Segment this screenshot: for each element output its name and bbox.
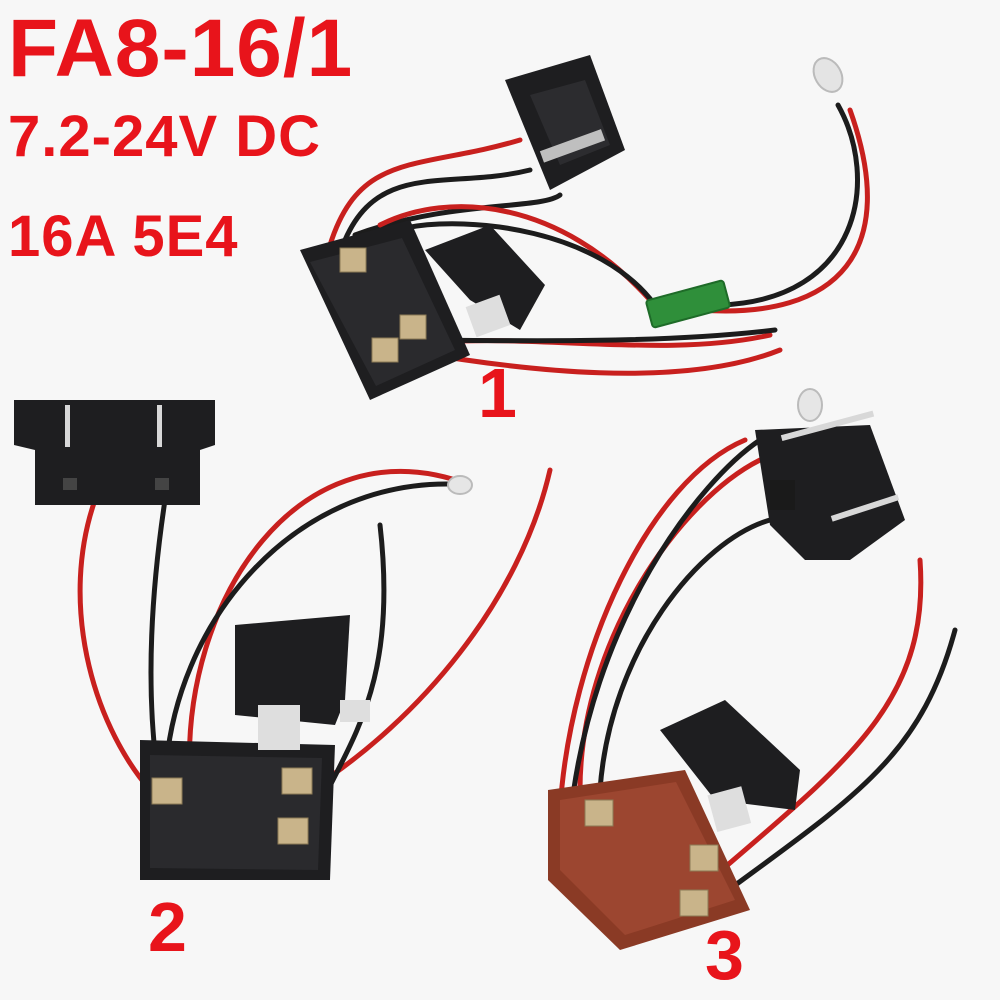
led-3-icon: [797, 388, 823, 422]
switch-3-body-icon: [548, 700, 800, 950]
switch-1-label: 1: [478, 354, 517, 432]
led-holder-1-icon: [505, 55, 625, 190]
switch-3: [548, 388, 958, 950]
battery-holder-2-icon: [14, 400, 215, 505]
led-pcb-icon: [645, 279, 731, 329]
switch-2-body-icon: [140, 615, 370, 880]
switch-3-label: 3: [705, 916, 744, 994]
led-1-icon: [812, 57, 844, 93]
voltage-title: 7.2-24V DC: [8, 104, 322, 169]
led-2-icon: [447, 475, 473, 495]
switch-1: [300, 55, 870, 400]
switch-1-body-icon: [300, 220, 545, 400]
rating-title: 16A 5E4: [8, 204, 239, 269]
battery-holder-3-icon: [755, 410, 905, 560]
switch-2: [14, 400, 553, 880]
switch-2-label: 2: [148, 888, 187, 966]
model-title: FA8-16/1: [8, 3, 354, 94]
